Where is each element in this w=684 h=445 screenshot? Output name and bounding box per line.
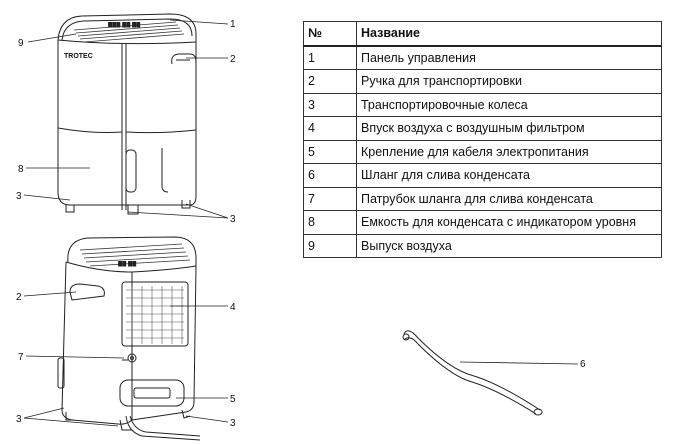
row-number: 4 xyxy=(303,116,357,141)
front-handle-shape xyxy=(171,53,197,65)
row-number: 9 xyxy=(303,233,357,258)
row-name: Крепление для кабеля электропитания xyxy=(356,139,662,164)
callout-7: 7 xyxy=(18,352,24,363)
row-number: 5 xyxy=(303,139,357,164)
front-view: ⅢⅢⅢ ⅢⅢ ⅢⅢ xyxy=(57,13,197,215)
back-view: ⅢⅢ ⅢⅢ xyxy=(57,236,201,441)
row-name: Ручка для транспортировки xyxy=(356,69,662,94)
front-air-outlet-grille xyxy=(73,21,185,43)
back-handle-shape xyxy=(69,283,105,301)
callout-2-back: 2 xyxy=(16,292,22,303)
callout-6: 6 xyxy=(580,359,586,370)
callout-3-back-right: 3 xyxy=(230,418,236,429)
back-top-grille xyxy=(79,243,191,267)
callout-8: 8 xyxy=(18,164,24,175)
back-air-filter xyxy=(121,281,189,347)
drain-hose xyxy=(402,330,543,416)
callout-3-front-right: 3 xyxy=(230,214,236,225)
row-name: Транспортировочные колеса xyxy=(356,92,662,117)
row-name: Впуск воздуха с воздушным фильтром xyxy=(356,116,662,141)
row-number: 6 xyxy=(303,163,357,188)
back-cable-holder xyxy=(119,379,185,407)
row-number: 2 xyxy=(303,69,357,94)
back-drain-nozzle xyxy=(127,353,137,363)
row-name: Выпуск воздуха xyxy=(356,233,662,258)
back-panel-symbols: ⅢⅢ ⅢⅢ xyxy=(118,262,136,268)
row-name: Патрубок шланга для слива конденсата xyxy=(356,186,662,211)
callout-4: 4 xyxy=(230,302,236,313)
row-number: 8 xyxy=(303,210,357,235)
header-number: № xyxy=(303,21,357,46)
brand-logo: TROTEC xyxy=(64,53,93,60)
callout-3-front-left: 3 xyxy=(16,191,22,202)
callout-2-front: 2 xyxy=(230,54,236,65)
callout-5: 5 xyxy=(230,394,236,405)
callout-3-back-left: 3 xyxy=(16,414,22,425)
control-panel-symbols: ⅢⅢⅢ ⅢⅢ ⅢⅢ xyxy=(108,23,140,29)
callout-1: 1 xyxy=(230,19,236,30)
row-number: 3 xyxy=(303,92,357,117)
callout-labels: 1 9 2 8 3 3 2 4 7 5 3 3 6 xyxy=(16,19,586,429)
row-number: 7 xyxy=(303,186,357,211)
row-name: Емкость для конденсата с индикатором уро… xyxy=(356,210,662,235)
callout-9: 9 xyxy=(18,38,24,49)
row-name: Шланг для слива конденсата xyxy=(356,163,662,188)
table-header-row: № Название xyxy=(303,21,662,46)
header-name: Название xyxy=(356,21,662,46)
row-number: 1 xyxy=(303,45,357,70)
row-name: Панель управления xyxy=(356,45,662,70)
